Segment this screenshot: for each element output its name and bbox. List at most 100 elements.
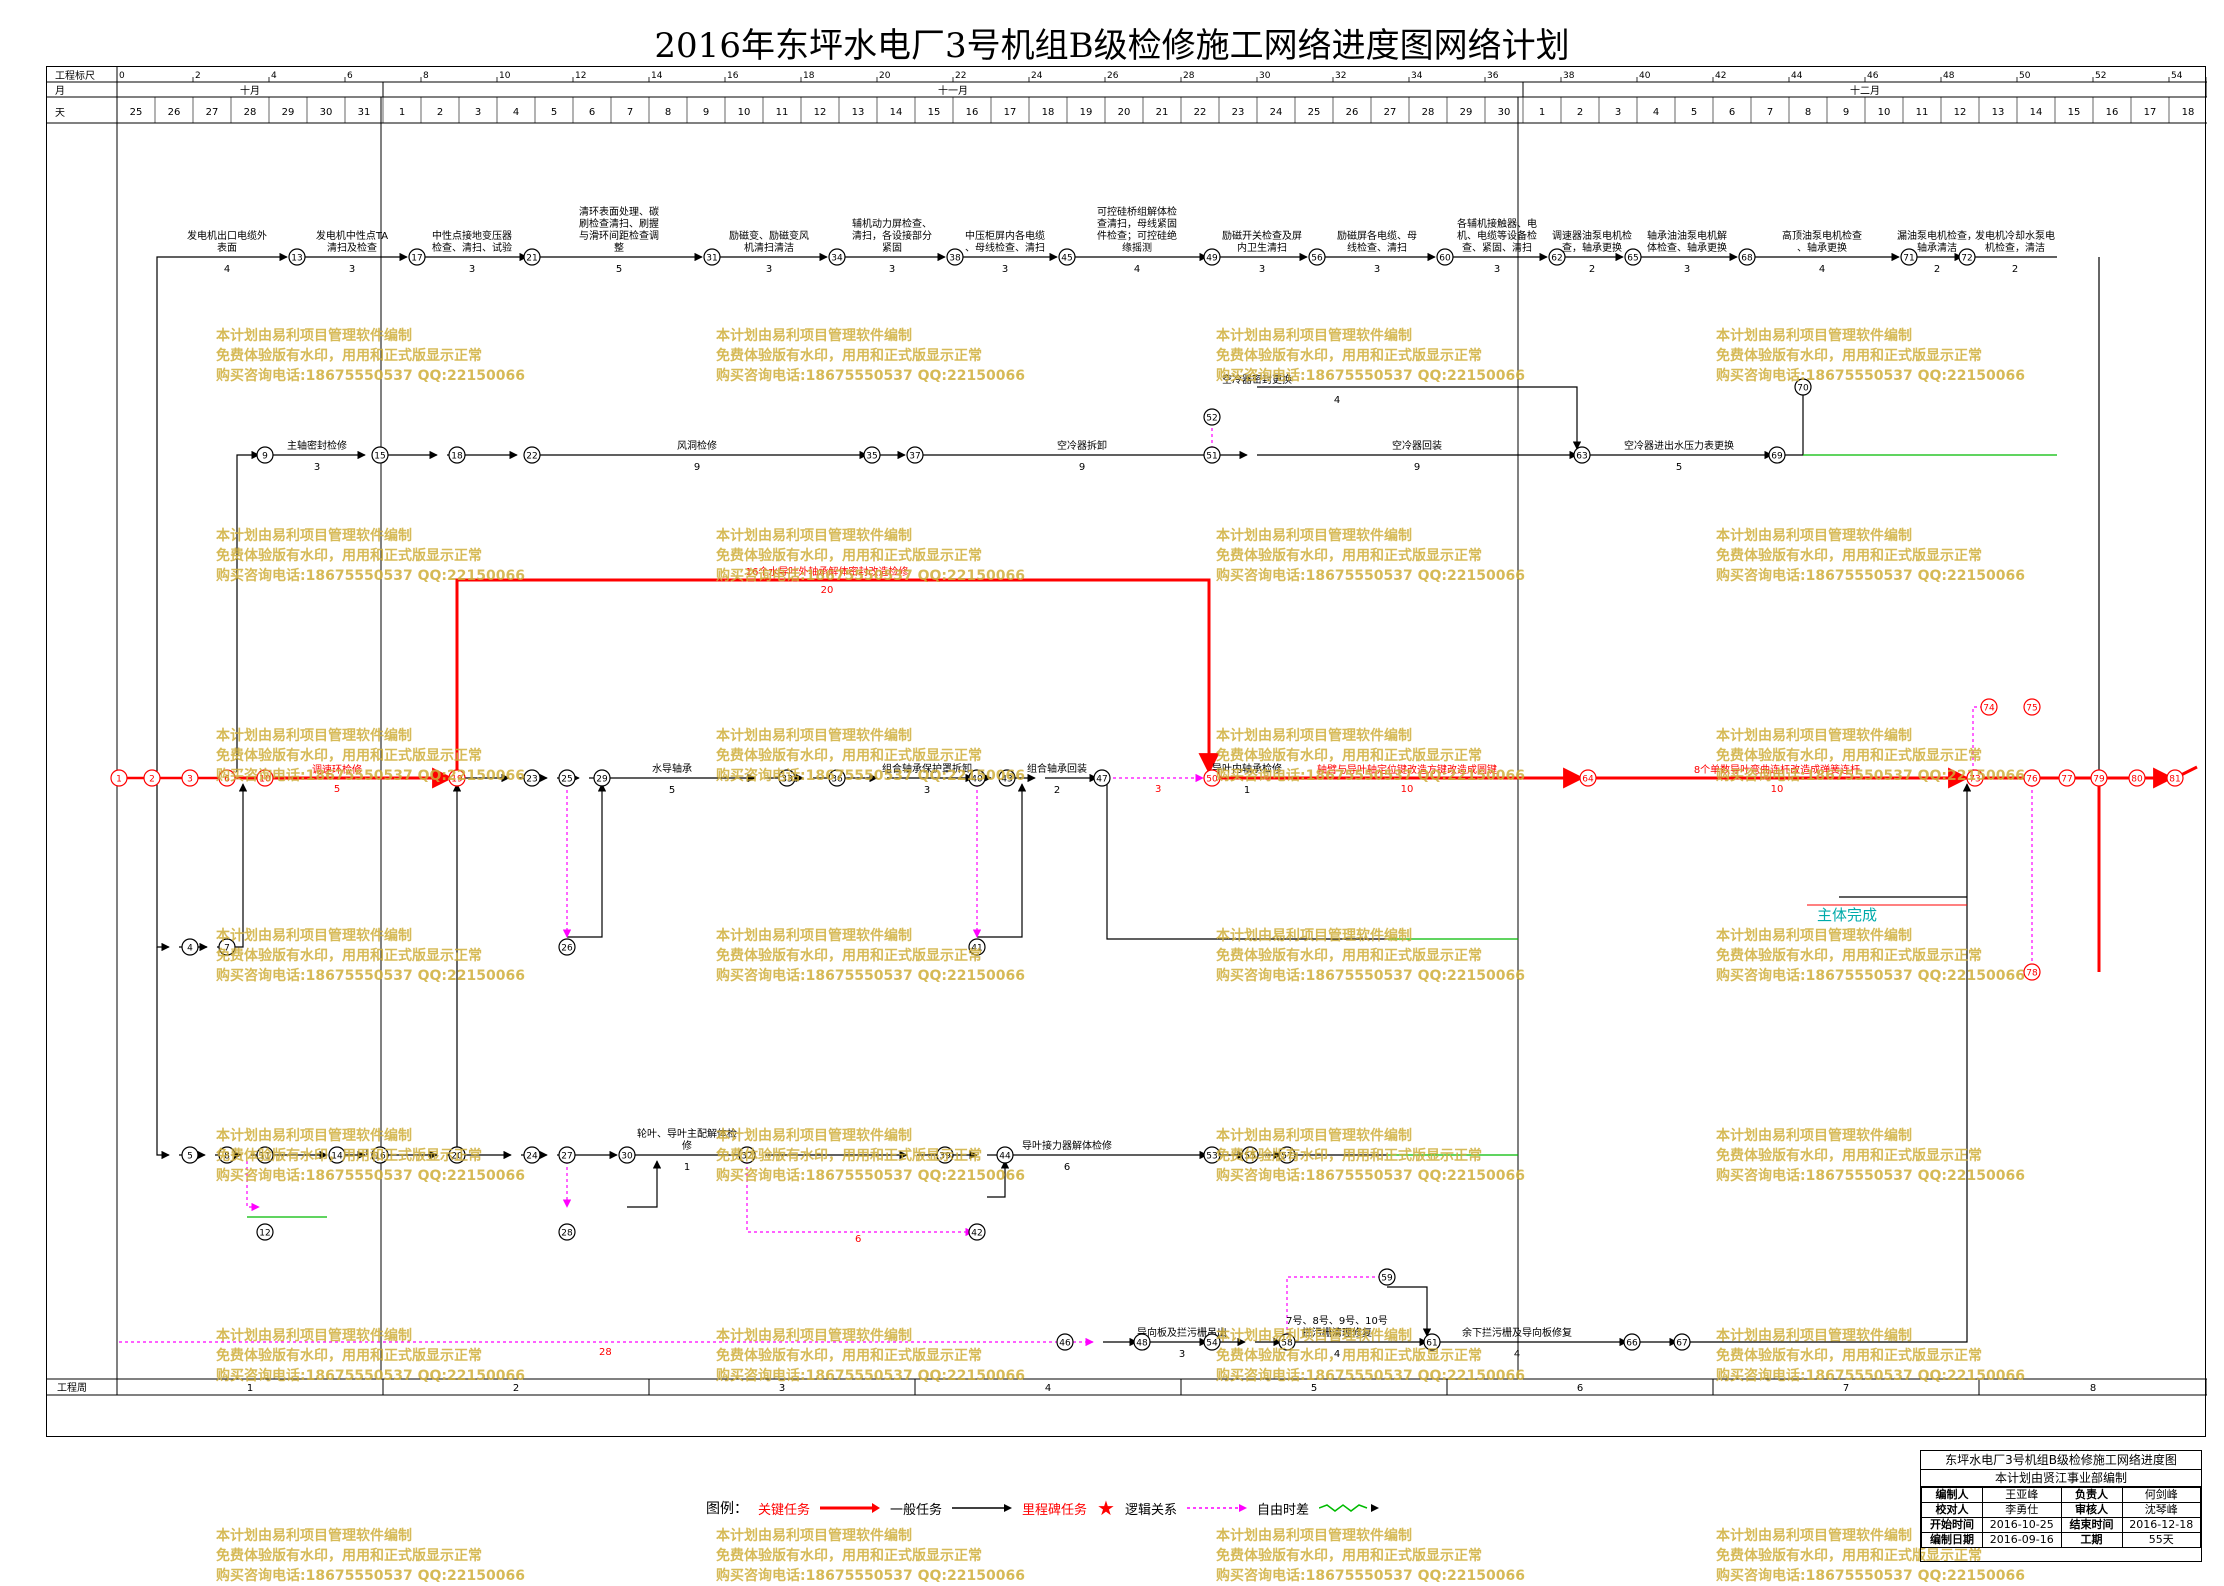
event-node: 12 [256, 1223, 274, 1241]
day-cell: 13 [852, 107, 865, 118]
svg-text:57: 57 [1281, 1152, 1292, 1162]
task-label: 励磁开关检查及屏内卫生清扫 [1222, 229, 1302, 254]
task-duration: 9 [1414, 462, 1420, 473]
svg-text:4: 4 [187, 944, 193, 954]
event-node: 8 [218, 1146, 236, 1164]
day-cell: 17 [1004, 107, 1017, 118]
day-label: 天 [55, 108, 65, 119]
svg-text:2: 2 [149, 775, 155, 785]
legend-critical-line [820, 1503, 881, 1513]
svg-text:23: 23 [526, 775, 537, 785]
watermark: 本计划由易利项目管理软件编制免费体验版有水印，用用和正式版显示正常购买咨询电话:… [1716, 928, 2025, 984]
event-node: 57 [1278, 1146, 1296, 1164]
event-node: 48 [1133, 1333, 1151, 1351]
day-cell: 25 [1308, 107, 1321, 118]
day-cell: 8 [1805, 107, 1811, 118]
task-duration: 3 [1374, 264, 1380, 275]
day-cell: 27 [206, 107, 219, 118]
event-node: 56 [1308, 248, 1326, 266]
svg-text:25: 25 [561, 775, 572, 785]
day-cell: 2 [1577, 107, 1583, 118]
event-node: 53 [1203, 1146, 1221, 1164]
svg-text:34: 34 [831, 254, 843, 264]
svg-text:12: 12 [259, 1229, 270, 1239]
legend-logic-line [1187, 1504, 1247, 1512]
event-node: 54 [1203, 1333, 1221, 1351]
task-duration: 1 [1244, 785, 1250, 796]
event-node: 67 [1673, 1333, 1691, 1351]
event-node: 37 [906, 446, 924, 464]
svg-text:28: 28 [561, 1229, 573, 1239]
svg-text:19: 19 [451, 775, 463, 785]
scale-tick: 28 [1183, 71, 1195, 81]
event-node: 10 [256, 769, 274, 787]
event-node: 6 [218, 769, 236, 787]
task-duration: 5 [669, 785, 675, 796]
day-cell: 25 [130, 107, 143, 118]
event-node: 69 [1768, 446, 1786, 464]
event-node: 64 [1579, 769, 1597, 787]
svg-text:9: 9 [262, 452, 268, 462]
watermark: 本计划由易利项目管理软件编制免费体验版有水印，用用和正式版显示正常购买咨询电话:… [716, 1528, 1025, 1584]
day-cell: 20 [1118, 107, 1131, 118]
float-6: 6 [855, 1234, 861, 1245]
task-duration: 9 [694, 462, 700, 473]
event-node: 16 [371, 1146, 389, 1164]
watermark: 本计划由易利项目管理软件编制免费体验版有水印，用用和正式版显示正常购买咨询电话:… [1216, 928, 1525, 984]
task-duration: 3 [349, 264, 355, 275]
svg-text:36: 36 [831, 775, 843, 785]
task-duration: 4 [1334, 1349, 1340, 1360]
event-node: 61 [1423, 1333, 1441, 1351]
scale-tick: 32 [1335, 71, 1346, 81]
event-node: 70 [1794, 378, 1812, 396]
day-cell: 26 [1346, 107, 1359, 118]
event-node: 1 [110, 769, 128, 787]
svg-text:62: 62 [1551, 254, 1562, 264]
event-node: 66 [1623, 1333, 1641, 1351]
svg-text:78: 78 [2026, 969, 2038, 979]
day-cell: 10 [738, 107, 751, 118]
info-title: 东坪水电厂3号机组B级检修施工网络进度图 [1921, 1451, 2201, 1470]
event-node: 59 [1378, 1268, 1396, 1286]
event-node: 55 [1241, 1146, 1259, 1164]
task-label: 高顶油泵电机检查、轴承更换 [1782, 229, 1862, 254]
watermark: 本计划由易利项目管理软件编制免费体验版有水印，用用和正式版显示正常购买咨询电话:… [216, 928, 525, 984]
week-label: 工程周 [57, 1382, 87, 1394]
month-cells: 十月十一月十二月 [240, 82, 2208, 97]
svg-text:63: 63 [1576, 452, 1587, 462]
event-node: 33 [778, 769, 796, 787]
task-duration: 3 [1684, 264, 1690, 275]
day-cell: 16 [2106, 107, 2119, 118]
task-duration: 2 [1054, 785, 1060, 796]
free-float-lines [247, 257, 2100, 1218]
scale-tick: 4 [271, 71, 277, 81]
info-row: 校对人李勇仕审核人沈琴峰 [1921, 1502, 2201, 1518]
day-cell: 27 [1384, 107, 1397, 118]
event-node: 30 [618, 1146, 636, 1164]
watermark: 本计划由易利项目管理软件编制免费体验版有水印，用用和正式版显示正常购买咨询电话:… [716, 928, 1025, 984]
task-duration: 6 [1064, 1162, 1070, 1173]
event-node: 7 [218, 938, 236, 956]
svg-text:61: 61 [1426, 1339, 1437, 1349]
scale-tick: 26 [1107, 71, 1119, 81]
day-cell: 9 [703, 107, 709, 118]
scale-tick: 10 [499, 71, 511, 81]
day-cell: 28 [244, 107, 257, 118]
day-cell: 26 [168, 107, 181, 118]
svg-text:64: 64 [1582, 775, 1594, 785]
watermark: 本计划由易利项目管理软件编制免费体验版有水印，用用和正式版显示正常购买咨询电话:… [1216, 528, 1525, 584]
event-node: 74 [1980, 698, 1998, 716]
event-node: 27 [558, 1146, 576, 1164]
main-start-label: 调速环检修 [312, 763, 362, 776]
svg-text:51: 51 [1206, 452, 1217, 462]
svg-text:22: 22 [526, 452, 537, 462]
scale-tick: 8 [423, 71, 429, 81]
task-label: 励磁变、励磁变风机清扫清洁 [729, 229, 809, 254]
day-cell: 17 [2144, 107, 2157, 118]
watermark: 本计划由易利项目管理软件编制免费体验版有水印，用用和正式版显示正常购买咨询电话:… [216, 728, 525, 784]
event-node: 46 [1056, 1333, 1074, 1351]
day-cell: 6 [589, 107, 595, 118]
week-cell: 7 [1843, 1383, 1849, 1394]
svg-text:59: 59 [1381, 1274, 1393, 1284]
legend-float-line [1319, 1504, 1380, 1512]
